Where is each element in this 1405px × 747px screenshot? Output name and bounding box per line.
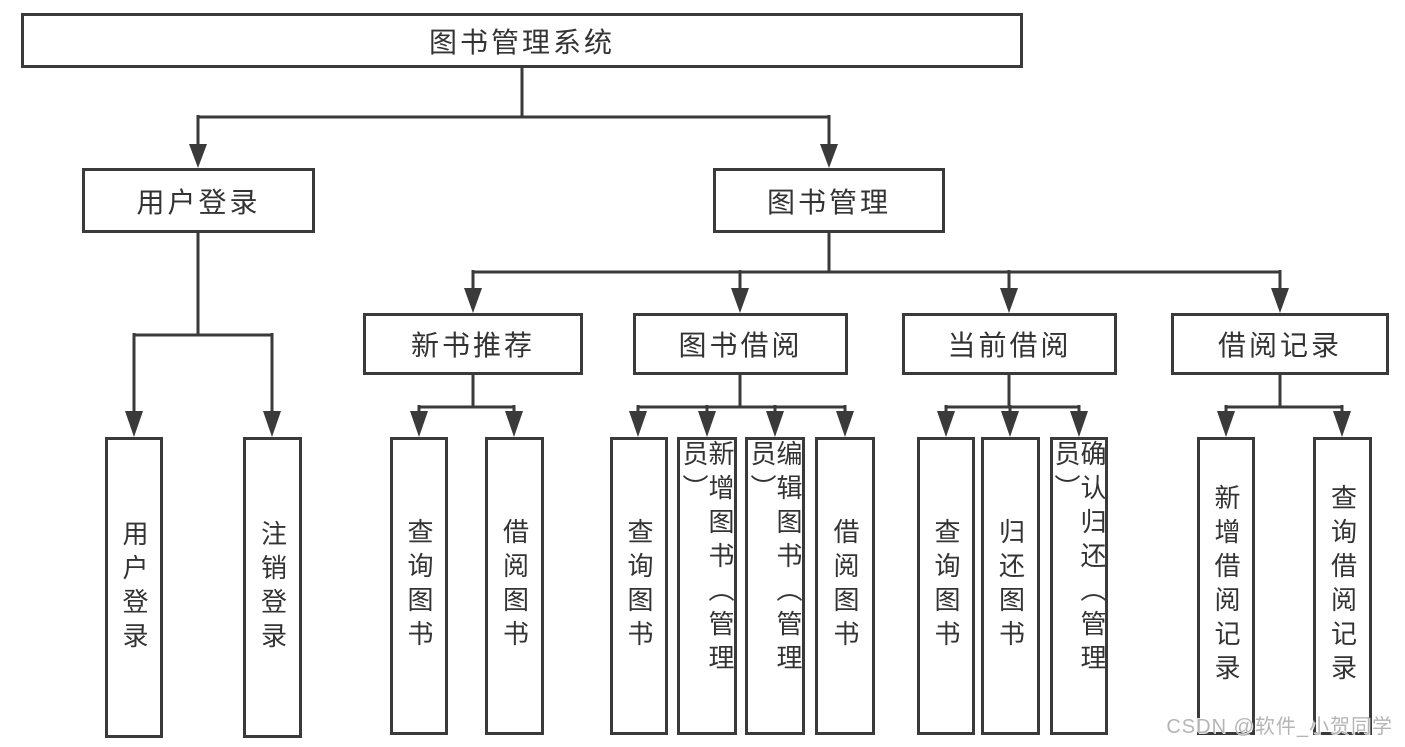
node-book-borrow-label: 图书借阅 <box>678 330 803 361</box>
node-new-book-recommend-label: 新书推荐 <box>410 330 535 361</box>
connector-new-book-recommend-children <box>410 375 523 437</box>
connector-book-management-children <box>464 233 1289 313</box>
leaf-return-book: 归还图书 <box>981 437 1040 735</box>
leaf-return-book-label: 归还图书 <box>995 518 1026 654</box>
leaf-query-borrow-record: 查询借阅记录 <box>1313 437 1372 735</box>
leaf-user-login: 用户登录 <box>105 437 163 738</box>
leaf-logout-label: 注销登录 <box>257 519 288 656</box>
leaf-add-borrow-record: 新增借阅记录 <box>1197 437 1255 735</box>
node-book-management: 图书管理 <box>713 168 945 233</box>
leaf-edit-book-admin-label: 编辑图书（管理员） <box>747 440 803 678</box>
leaf-query-book-recommend-label: 查询图书 <box>404 518 434 654</box>
leaf-query-borrow-record-label: 查询借阅记录 <box>1327 484 1358 688</box>
leaf-query-book-borrow-label: 查询图书 <box>624 518 654 654</box>
leaf-confirm-return-admin-label: 确认归还（管理员） <box>1051 440 1107 678</box>
leaf-query-current-borrow: 查询图书 <box>917 437 975 735</box>
leaf-add-book-admin: 新增图书（管理员） <box>677 437 737 735</box>
leaf-borrow-book-recommend-label: 借阅图书 <box>499 518 530 654</box>
node-book-management-label: 图书管理 <box>766 186 891 218</box>
leaf-confirm-return-admin: 确认归还（管理员） <box>1050 437 1108 735</box>
leaf-query-book-borrow: 查询图书 <box>610 437 668 735</box>
leaf-borrow-book-recommend: 借阅图书 <box>485 437 544 735</box>
leaf-add-book-admin-label: 新增图书（管理员） <box>679 440 735 678</box>
leaf-borrow-book-label: 借阅图书 <box>830 518 860 654</box>
node-user-login-label: 用户登录 <box>136 186 261 218</box>
leaf-user-login-label: 用户登录 <box>119 519 149 656</box>
connector-user-login-children <box>125 233 281 437</box>
leaf-borrow-book: 借阅图书 <box>815 437 875 735</box>
connector-borrow-record-children <box>1217 375 1351 437</box>
node-borrow-record: 借阅记录 <box>1171 313 1389 375</box>
leaf-logout: 注销登录 <box>243 437 302 738</box>
connector-book-borrow-children <box>629 375 854 437</box>
leaf-query-current-borrow-label: 查询图书 <box>931 518 961 654</box>
node-root: 图书管理系统 <box>21 13 1023 68</box>
watermark: CSDN @软件_小贺同学 <box>1166 716 1393 738</box>
leaf-add-borrow-record-label: 新增借阅记录 <box>1211 484 1241 688</box>
leaf-query-book-recommend: 查询图书 <box>390 437 448 735</box>
node-user-login: 用户登录 <box>82 168 315 233</box>
leaf-edit-book-admin: 编辑图书（管理员） <box>745 437 805 735</box>
node-book-borrow: 图书借阅 <box>633 313 848 375</box>
node-current-borrow-label: 当前借阅 <box>947 330 1072 361</box>
node-new-book-recommend: 新书推荐 <box>363 313 583 375</box>
node-borrow-record-label: 借阅记录 <box>1217 330 1342 361</box>
node-root-label: 图书管理系统 <box>428 26 615 58</box>
connector-current-borrow-children <box>937 375 1088 437</box>
connector-root-to-level2 <box>189 68 838 168</box>
node-current-borrow: 当前借阅 <box>902 313 1117 375</box>
